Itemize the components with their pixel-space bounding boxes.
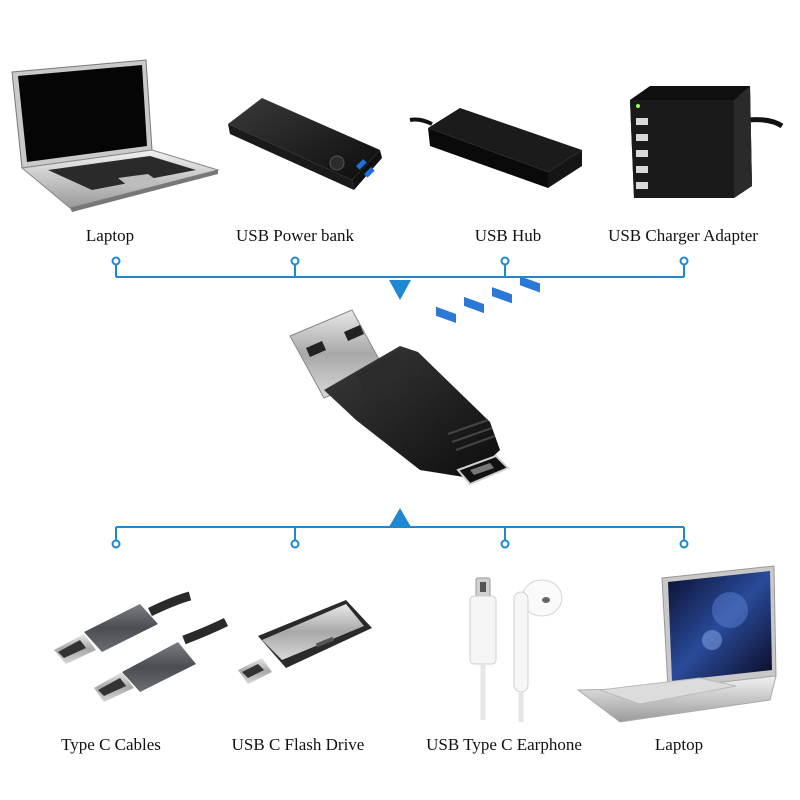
laptop-icon [576, 565, 777, 723]
device-label-usb-hub: USB Hub [474, 226, 542, 245]
top-connector [111, 256, 689, 278]
flash-drive-icon [238, 600, 372, 684]
charger-adapter-icon [630, 86, 784, 198]
device-label-charger-adapter: USB Charger Adapter [608, 226, 758, 245]
usb-a-to-usb-c-adapter-icon [289, 309, 510, 486]
bottom-connector [111, 526, 689, 549]
device-label-type-c-cables: Type C Cables [61, 735, 161, 754]
device-label-laptop-top: Laptop [85, 226, 135, 245]
device-label-power-bank: USB Power bank [235, 226, 355, 245]
power-bank-icon [228, 98, 382, 190]
device-label-laptop-bottom: Laptop [654, 735, 704, 754]
laptop-icon [11, 59, 220, 212]
device-label-earphone: USB Type C Earphone [426, 735, 582, 754]
earphone-icon [469, 577, 563, 722]
device-label-flash-drive: USB C Flash Drive [231, 735, 365, 754]
arrow-up-icon [389, 508, 411, 527]
arrow-down-icon [389, 280, 411, 300]
usb-hub-icon [409, 108, 582, 323]
type-c-cables-icon [54, 591, 229, 702]
